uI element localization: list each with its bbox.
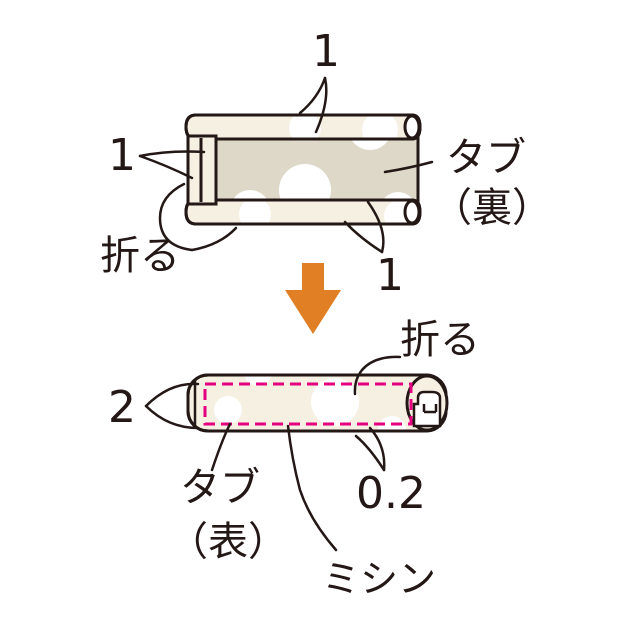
leader-lines-top (138, 76, 434, 254)
label-fold-top: 折る (100, 233, 180, 279)
label-tab-top: タブ (446, 135, 526, 181)
tab-back-folded (184, 113, 422, 226)
label-tab-front-side: （表） (168, 519, 288, 565)
label-tab-back-side: （裏） (432, 185, 552, 231)
label-one-bottom: 1 (376, 250, 404, 301)
label-tab-bottom: タブ (180, 465, 260, 511)
label-seam-allowance: 0.2 (356, 468, 426, 519)
label-fold-bottom: 折る (400, 317, 480, 363)
polka-dots-top (231, 138, 415, 202)
leader-lines-bottom (144, 355, 402, 552)
label-two: 2 (108, 382, 136, 433)
down-arrow-icon (285, 263, 341, 334)
stitch-line (203, 382, 413, 426)
tab-front-finished (186, 373, 449, 433)
label-one-top: 1 (312, 26, 340, 77)
label-stitch: ミシン (322, 557, 437, 601)
label-one-left: 1 (108, 130, 136, 181)
